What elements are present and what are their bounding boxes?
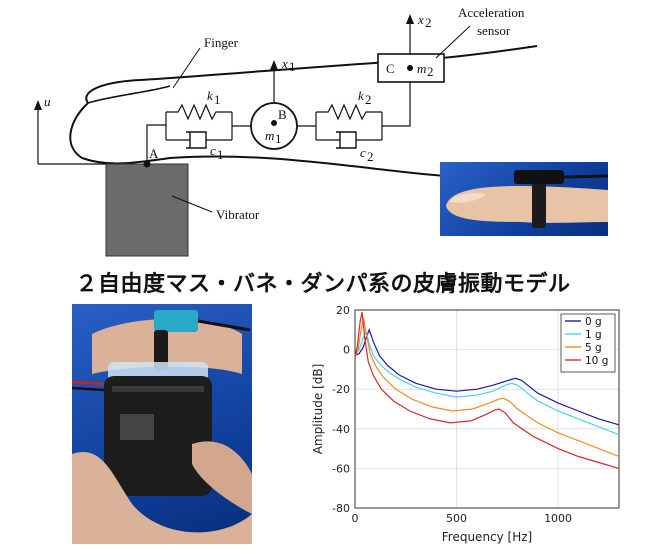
k1-sub: 1 — [214, 92, 221, 107]
spring-damper-2 — [315, 103, 383, 149]
point-c-label: C — [386, 61, 395, 76]
finger-label: Finger — [204, 35, 239, 50]
c2-label: c — [360, 145, 366, 160]
x-tick-label: 500 — [446, 512, 467, 525]
link-kc2-to-c — [382, 82, 411, 127]
acceleration-label: Acceleration — [458, 5, 525, 20]
y-axis-label: Amplitude [dB] — [311, 364, 325, 455]
series-line-1g — [354, 330, 620, 436]
x-axis-label: Frequency [Hz] — [442, 530, 533, 544]
y-tick-label: -40 — [332, 423, 350, 436]
x2-arrow-head — [406, 14, 414, 24]
point-a-label: A — [149, 146, 159, 161]
c1-label: c — [210, 143, 216, 158]
x1-sub: 1 — [289, 59, 296, 74]
mass-b-dot — [271, 120, 277, 126]
y-tick-label: 0 — [343, 344, 350, 357]
u-arrow-head — [34, 100, 42, 110]
k2-sub: 2 — [365, 92, 372, 107]
x1-label: x — [281, 56, 288, 71]
plot-frame — [354, 309, 620, 509]
legend-entry: 10 g — [585, 355, 608, 367]
vibrator-callout-line — [171, 195, 213, 213]
finger-outline — [69, 45, 538, 179]
m1-label: m — [265, 128, 274, 143]
finger-sensor-photo — [440, 162, 608, 236]
y-tick-label: -60 — [332, 462, 350, 475]
x-tick-label: 1000 — [544, 512, 572, 525]
spring-k1 — [166, 103, 232, 121]
legend-entry: 1 g — [585, 329, 602, 341]
x-tick-label: 0 — [352, 512, 359, 525]
chart-ticks: 0 500 1000 20 0 -20 -40 -60 -80 — [332, 304, 572, 525]
spring-damper-1 — [165, 103, 233, 149]
skin-vibration-model-diagram: u A k 1 c 1 B m 1 x 1 k 2 c 2 — [34, 5, 538, 257]
k1-label: k — [207, 88, 213, 103]
u-label: u — [44, 94, 51, 109]
series-line-0g — [354, 328, 620, 426]
chart-series — [354, 311, 620, 469]
vibrator-label: Vibrator — [216, 207, 260, 222]
finger-sensor-photo-art — [446, 170, 608, 228]
y-tick-label: 20 — [336, 304, 350, 317]
x2-sub: 2 — [425, 15, 432, 30]
series-line-5g — [354, 317, 620, 458]
c2-sub: 2 — [367, 149, 374, 164]
legend-entry: 0 g — [585, 316, 602, 328]
vibrator-block — [105, 163, 189, 257]
m2-label: m — [417, 61, 426, 76]
page-title: ２自由度マス・バネ・ダンパ系の皮膚振動モデル — [75, 272, 571, 297]
chart-legend: 0 g1 g5 g10 g — [560, 313, 616, 373]
finger-callout-line — [172, 47, 201, 89]
k2-label: k — [358, 88, 364, 103]
hand-vibrator-photo — [72, 304, 252, 544]
x1-arrow-head — [270, 60, 278, 70]
mass-c-dot — [407, 65, 413, 71]
y-tick-label: -20 — [332, 383, 350, 396]
legend-box — [560, 313, 616, 373]
hand-vibrator-photo-art — [72, 310, 252, 544]
sensor-callout-line — [435, 25, 471, 59]
fingernail-outline — [87, 85, 171, 104]
point-b-label: B — [278, 107, 287, 122]
c1-sub: 1 — [217, 147, 224, 162]
frequency-response-chart: 0 500 1000 20 0 -20 -40 -60 -80 Frequency [Hz] A… — [311, 304, 620, 544]
spring-k2 — [316, 103, 382, 121]
link-a-to-kc1 — [146, 124, 166, 164]
y-tick-label: -80 — [332, 502, 350, 515]
m2-sub: 2 — [427, 64, 434, 79]
m1-sub: 1 — [275, 131, 282, 146]
series-line-10g — [354, 311, 620, 469]
x2-label: x — [417, 12, 424, 27]
sensor-label: sensor — [477, 23, 511, 38]
legend-entry: 5 g — [585, 342, 602, 354]
